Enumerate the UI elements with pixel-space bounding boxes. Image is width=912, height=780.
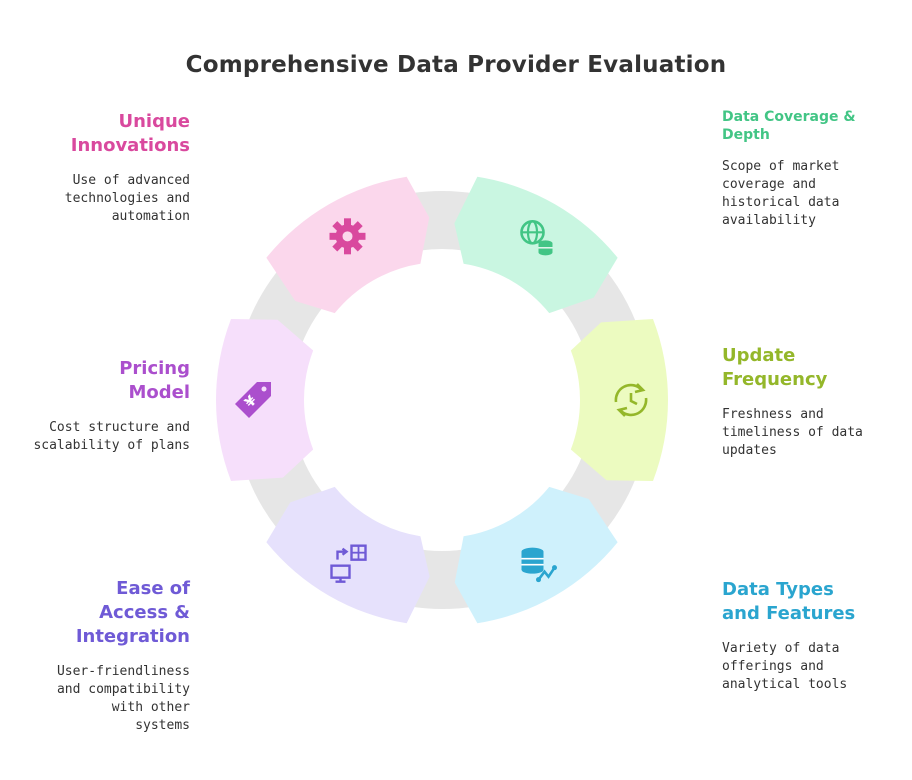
segment-coverage (454, 176, 618, 314)
label-pricing-model: Pricing Model Cost structure and scalabi… (0, 357, 190, 455)
label-ease-of-access: Ease of Access & Integration User-friend… (0, 577, 190, 735)
segment-update (570, 319, 669, 481)
clock-refresh-icon (614, 383, 648, 417)
unique-innovations-heading: Unique Innovations (70, 111, 190, 156)
pricing-model-desc: Cost structure and scalability of plans (33, 420, 190, 453)
database-analytics-icon (521, 547, 557, 583)
globe-database-icon (520, 220, 553, 256)
pricing-model-heading: Pricing Model (119, 358, 190, 403)
label-unique-innovations: Unique Innovations Use of advanced techn… (0, 110, 190, 226)
diagram-title: Comprehensive Data Provider Evaluation (185, 52, 727, 78)
ease-of-access-heading: Ease of Access & Integration (75, 578, 190, 647)
price-tag-icon: ¥ (235, 382, 271, 418)
label-data-coverage: Data Coverage & Depth Scope of market co… (722, 108, 912, 230)
segment-access (266, 486, 430, 624)
label-update-frequency: Update Frequency Freshness and timelines… (722, 344, 912, 460)
unique-innovations-desc: Use of advanced technologies and automat… (64, 173, 190, 224)
integration-icon (330, 544, 367, 583)
data-coverage-desc: Scope of market coverage and historical … (722, 159, 840, 228)
gear-icon (329, 218, 366, 255)
ease-of-access-desc: User-friendliness and compatibility with… (56, 664, 190, 733)
update-frequency-desc: Freshness and timeliness of data updates (722, 407, 863, 458)
data-coverage-heading: Data Coverage & Depth (722, 109, 856, 143)
update-frequency-heading: Update Frequency (722, 345, 828, 390)
label-data-types: Data Types and Features Variety of data … (722, 578, 912, 694)
data-types-heading: Data Types and Features (722, 579, 856, 624)
data-types-desc: Variety of data offerings and analytical… (722, 641, 848, 692)
